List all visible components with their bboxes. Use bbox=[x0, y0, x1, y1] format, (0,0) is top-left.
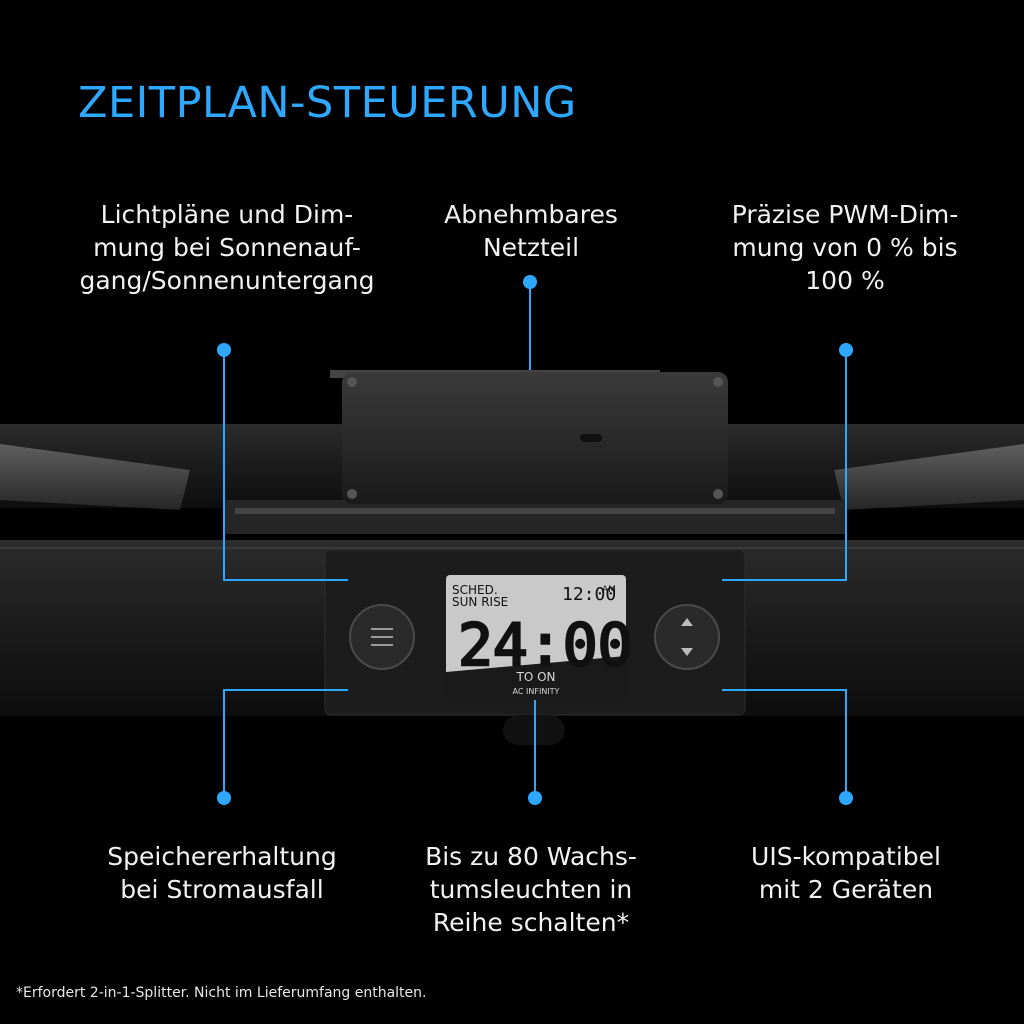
lcd-brand: AC INFINITY bbox=[513, 687, 560, 696]
feature-uis-compatible: UIS-kompatibel mit 2 Geräten bbox=[751, 842, 941, 904]
up-down-button[interactable] bbox=[654, 604, 720, 670]
left-fin-rail bbox=[0, 444, 190, 510]
page-title: ZEITPLAN-STEUERUNG bbox=[78, 78, 577, 128]
feature-daisy-chain: Bis zu 80 Wachs- tumsleuchten in Reihe s… bbox=[425, 842, 637, 937]
callout-dot-top-right bbox=[839, 343, 853, 357]
callout-dot-top-left bbox=[217, 343, 231, 357]
lcd-mode-line2: SUN RISE bbox=[452, 595, 508, 609]
lcd-main-time: 24:00 bbox=[458, 611, 633, 679]
lcd-mode-line1: SCHED. bbox=[452, 583, 498, 597]
feature-memory-retention: Speichererhaltung bei Stromausfall bbox=[107, 842, 337, 904]
callout-dot-bottom-left bbox=[217, 791, 231, 805]
led-indicator bbox=[580, 434, 602, 442]
arrow-up-icon bbox=[681, 618, 693, 626]
lcd-clock: 12:00 bbox=[562, 584, 616, 605]
mount-bracket bbox=[225, 500, 845, 534]
callout-dot-bottom-center bbox=[528, 791, 542, 805]
callout-lines bbox=[223, 282, 847, 798]
right-fin-rail bbox=[834, 444, 1024, 510]
feature-detachable-power-supply: Abnehmbares Netzteil bbox=[444, 200, 618, 262]
callout-dot-bottom-right bbox=[839, 791, 853, 805]
lcd-sub-label: TO ON bbox=[515, 670, 555, 684]
arrow-down-icon bbox=[681, 648, 693, 656]
lcd-clock-suffix: AM bbox=[602, 585, 616, 595]
power-supply bbox=[342, 372, 728, 504]
callout-dot-top-center bbox=[523, 275, 537, 289]
menu-icon bbox=[371, 628, 393, 646]
feature-pwm-dimming: Präzise PWM-Dim- mung von 0 % bis 100 % bbox=[731, 200, 959, 295]
footnote: *Erfordert 2-in-1-Splitter. Nicht im Lie… bbox=[16, 985, 427, 1001]
feature-schedule-dimming: Lichtpläne und Dim- mung bei Sonnenauf- … bbox=[79, 200, 375, 295]
